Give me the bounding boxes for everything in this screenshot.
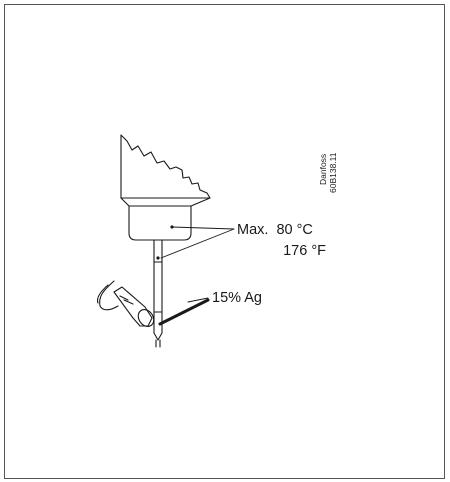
leader-solder (187, 297, 209, 303)
torch-hose-inner (96, 284, 109, 304)
brazing-torch (113, 286, 153, 327)
drawing-code-number: 60B138.11 (328, 152, 338, 194)
leader-housing (171, 226, 235, 230)
temperature-fahrenheit: 176 °F (283, 243, 326, 259)
sensor-housing (128, 205, 192, 241)
torch-hose (99, 280, 119, 311)
leader-dot-stem (156, 256, 160, 260)
valve-body-cutaway (120, 134, 211, 199)
solder-specification: 15% Ag (212, 290, 262, 306)
drawing-frame (4, 4, 445, 479)
drawing-code: Danfoss 60B138.11 (304, 143, 366, 194)
drawing-code-brand: Danfoss (318, 153, 328, 185)
leader-stem (160, 228, 235, 259)
max-temperature-celsius: Max. 80 °C (237, 222, 313, 238)
solder-rod (158, 298, 210, 326)
leader-dot-housing (170, 225, 174, 229)
capillary-tube (153, 239, 163, 341)
